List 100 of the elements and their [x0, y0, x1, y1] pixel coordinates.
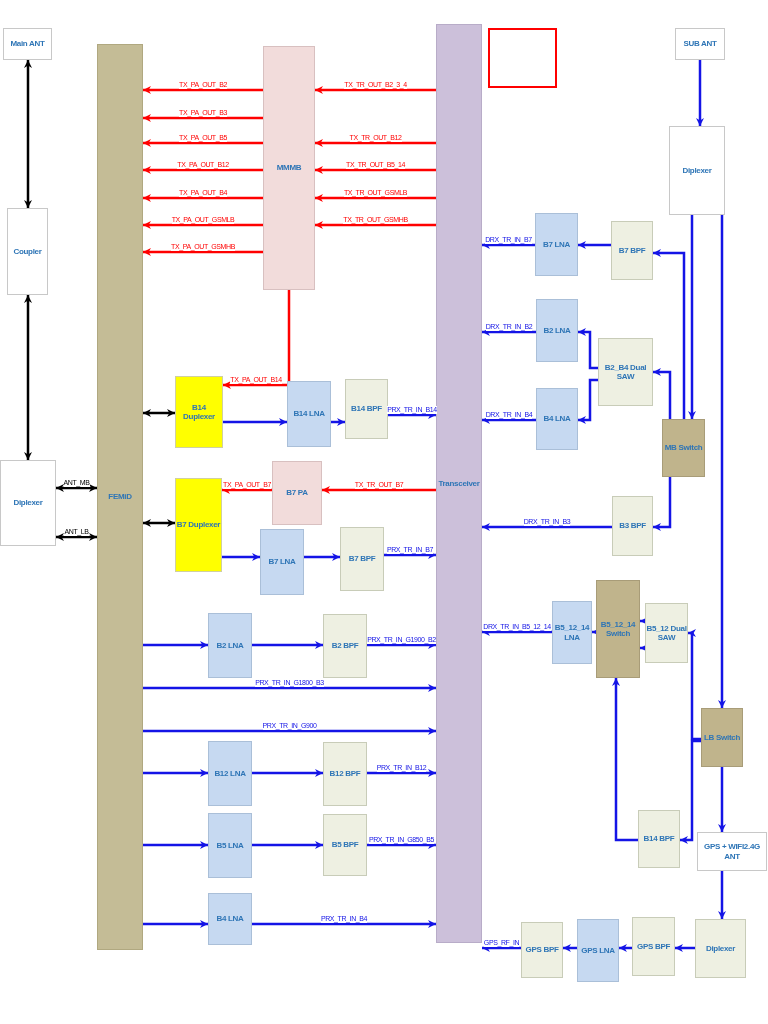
arrow	[696, 60, 704, 126]
block-label: B5 LNA	[216, 840, 244, 851]
filter-box	[612, 496, 653, 556]
block-label: B4 LNA	[216, 914, 244, 924]
block-label: B2 LNA	[216, 640, 244, 651]
amplifier-box	[535, 213, 578, 276]
block-label: B7 LNA	[542, 239, 571, 250]
double-arrow	[143, 519, 175, 527]
block-label: B5_12_14 Switch	[599, 619, 637, 639]
double-arrow	[56, 484, 97, 492]
arrow	[143, 221, 263, 229]
double-arrow	[24, 60, 32, 208]
filter-box	[521, 922, 563, 978]
arrow	[252, 920, 436, 928]
module-bar	[97, 44, 143, 950]
duplexer-box	[175, 478, 222, 572]
block-label: B12 LNA	[214, 768, 246, 779]
arrow	[315, 139, 436, 147]
block-label: B5_12 Dual SAW	[646, 623, 687, 643]
block-label: B7 LNA	[268, 557, 296, 567]
arrow	[619, 944, 632, 952]
block-label: B7 Duplexer	[176, 520, 221, 530]
arrow	[315, 194, 436, 202]
double-arrow	[24, 295, 32, 460]
arrow	[315, 86, 436, 94]
filter-box	[340, 527, 384, 591]
block-label: B12 BPF	[329, 769, 361, 779]
arrow	[143, 641, 208, 649]
amplifier-box	[208, 893, 252, 945]
arrow	[367, 769, 436, 777]
block-label: GPS LNA	[581, 945, 615, 956]
arrow	[718, 871, 726, 919]
arrow	[315, 221, 436, 229]
block-label: B7 BPF	[618, 245, 646, 256]
arrow	[563, 944, 577, 952]
arrow	[367, 641, 436, 649]
block-label: FEMiD	[108, 492, 132, 502]
arrow	[482, 523, 612, 531]
block-label: B14 BPF	[643, 834, 675, 844]
arrow	[482, 241, 535, 249]
block-label: B14 Duplexer	[182, 402, 216, 422]
block-label: Diplexer	[705, 943, 736, 954]
block-label: B5 BPF	[331, 840, 359, 850]
block-label: B5_12_14 LNA	[553, 623, 591, 642]
amplifier-box	[552, 601, 592, 664]
block-label: B7 PA	[286, 488, 308, 498]
arrow	[718, 767, 726, 832]
arrow	[222, 486, 272, 494]
block-label: Coupler	[13, 246, 42, 257]
arrow	[322, 486, 436, 494]
block-label: GPS + WIFI2.4G ANT	[702, 842, 761, 861]
block-label: B4 LNA	[543, 414, 571, 424]
arrow	[143, 114, 263, 122]
arrow	[143, 248, 263, 256]
arrow	[578, 328, 598, 370]
block-label: B7 BPF	[348, 554, 376, 564]
component-box	[669, 126, 725, 215]
filter-box	[611, 221, 653, 280]
amplifier-box	[260, 529, 304, 595]
arrow	[388, 411, 436, 419]
arrow	[143, 139, 263, 147]
arrow	[384, 551, 436, 559]
double-arrow	[56, 533, 97, 541]
arrow	[578, 241, 611, 249]
arrow	[143, 86, 263, 94]
block-label: Diplexer	[13, 498, 43, 508]
switch-box	[596, 580, 640, 678]
block-label: Diplexer	[682, 165, 712, 176]
block-label: Transceiver	[438, 478, 480, 489]
block-label: B14 LNA	[293, 409, 325, 419]
filter-box	[632, 917, 675, 976]
amplifier-box	[263, 46, 315, 290]
antenna-box	[675, 28, 725, 60]
block-label: B2 LNA	[543, 325, 571, 336]
antenna-box	[697, 832, 767, 871]
filter-box	[323, 814, 367, 876]
arrow	[367, 841, 436, 849]
empty-box	[488, 28, 557, 88]
amplifier-box	[208, 613, 252, 678]
arrow	[482, 944, 521, 952]
arrow	[304, 553, 340, 561]
arrow	[252, 841, 323, 849]
arrow	[252, 641, 323, 649]
switch-box	[662, 419, 705, 477]
amplifier-box	[208, 813, 252, 878]
arrow	[143, 920, 208, 928]
antenna-box	[3, 28, 52, 60]
block-label: B2_B4 Dual SAW	[603, 362, 648, 382]
arrow	[223, 418, 287, 426]
arrow	[688, 215, 696, 419]
arrow	[482, 416, 536, 424]
block-label: MMMB	[276, 163, 302, 173]
arrow	[143, 194, 263, 202]
filter-box	[323, 614, 367, 678]
amplifier-box	[577, 919, 619, 982]
amplifier-box	[208, 741, 252, 806]
arrow	[482, 628, 552, 636]
filter-box	[695, 919, 746, 978]
amplifier-box	[536, 388, 578, 450]
block-label: GPS BPF	[525, 945, 559, 955]
